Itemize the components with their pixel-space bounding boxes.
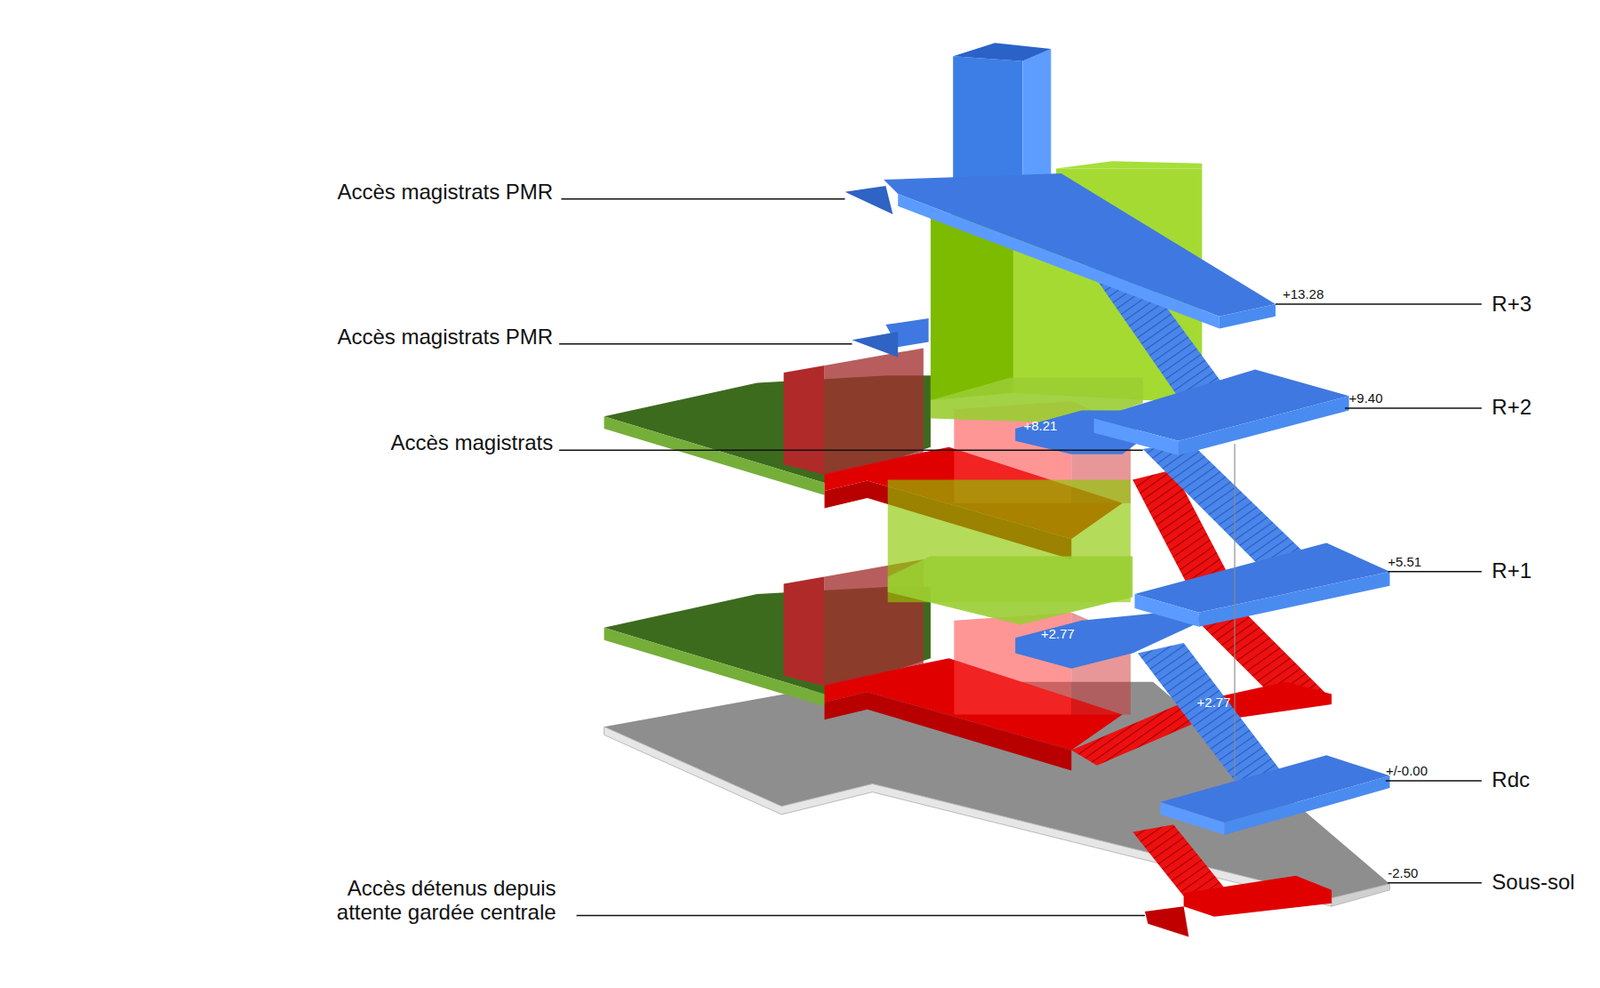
ground-slab	[1331, 883, 1390, 906]
blue-stairs-and-slabs	[1143, 440, 1312, 572]
leader-line	[1385, 779, 1482, 781]
blue-stairs-and-slabs	[1233, 443, 1235, 785]
leader-line	[559, 343, 852, 344]
blue-stairs-and-slabs	[1219, 304, 1276, 329]
blue-stairs-and-slabs	[845, 185, 894, 215]
landing-elevation: +8.21	[1023, 418, 1057, 432]
level-name: R+2	[1491, 396, 1532, 418]
access-label: Accès magistrats PMR	[336, 326, 553, 348]
floor-unit	[784, 576, 825, 686]
blue-tower	[952, 42, 1051, 189]
landing-elevation: +2.77	[1040, 626, 1075, 640]
basement-stair	[1132, 824, 1332, 936]
elevation-value: +13.28	[1282, 287, 1324, 301]
level-name: R+3	[1491, 293, 1532, 315]
leader-line	[1387, 881, 1482, 883]
blue-stairs-and-slabs	[1015, 609, 1200, 668]
leader-line	[559, 199, 1482, 916]
access-label: Accès détenus depuis attente gardée cent…	[289, 876, 557, 924]
blue-stairs-and-slabs	[883, 173, 1276, 317]
blue-tower	[952, 56, 1023, 189]
leader-line	[560, 198, 845, 200]
leader-line	[559, 448, 1144, 450]
elevation-value: +5.51	[1387, 554, 1422, 568]
leader-line	[1344, 407, 1482, 408]
blue-stairs-and-slabs	[1224, 775, 1391, 835]
blue-stairs-and-slabs	[1135, 593, 1200, 627]
basement-stair	[1184, 875, 1332, 917]
green-volume	[888, 556, 1134, 625]
landing-elevation: +2.77	[1197, 695, 1232, 709]
elevation-value: -2.50	[1387, 865, 1418, 880]
blue-stairs-and-slabs	[845, 173, 1391, 835]
blue-stairs-and-slabs	[1137, 642, 1281, 781]
blue-stairs-and-slabs	[1199, 571, 1391, 627]
access-label: Accès magistrats PMR	[336, 181, 553, 203]
blue-tower	[1022, 48, 1051, 189]
level-name: Sous-sol	[1491, 871, 1575, 893]
level-name: Rdc	[1491, 768, 1530, 791]
blue-tower	[952, 42, 1051, 62]
leader-line	[576, 914, 1145, 916]
basement-stair	[1144, 905, 1189, 936]
blue-stairs-and-slabs	[897, 193, 1220, 329]
blue-stairs-and-slabs	[1178, 395, 1350, 456]
leader-line	[1387, 570, 1482, 572]
level-name: R+1	[1491, 560, 1532, 582]
elevation-value: +/-0.00	[1385, 763, 1428, 777]
access-label: Accès magistrats	[390, 432, 553, 454]
leader-line	[1275, 303, 1482, 304]
elevation-value: +9.40	[1349, 391, 1384, 405]
blue-stairs-and-slabs	[852, 331, 899, 358]
basement-stair	[1132, 824, 1224, 896]
green-volume	[1056, 160, 1202, 168]
